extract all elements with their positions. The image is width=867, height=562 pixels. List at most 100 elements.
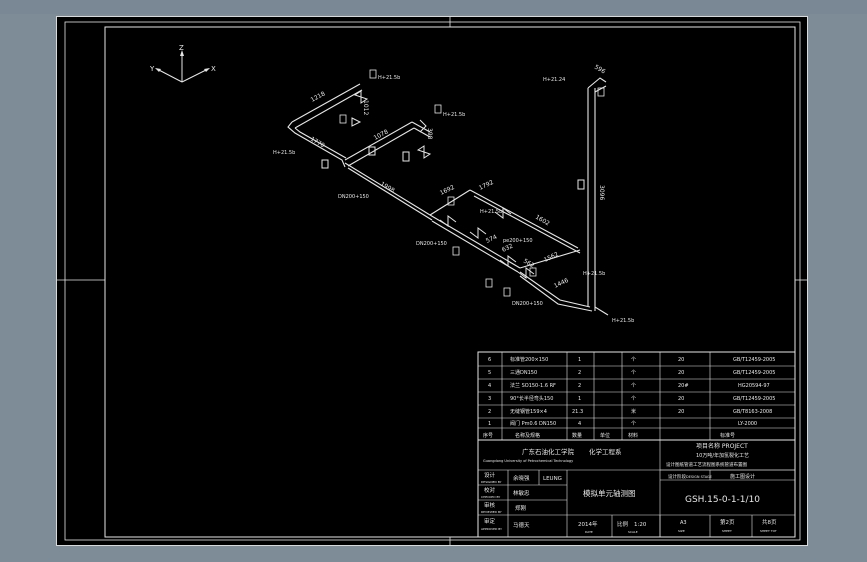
dim-398: 398 xyxy=(426,128,433,140)
drawing-number: GSH.15-0-1-1/10 xyxy=(685,495,760,505)
company-name-en: Guangdong University of Petrochemical Te… xyxy=(483,459,573,463)
dim-1792: 1792 xyxy=(478,179,495,192)
text-label: SHEET xyxy=(722,529,732,533)
bom-table: 6 标准管200×150 1 个 20 GB/T12459-2005 5 三通D… xyxy=(477,351,796,441)
text-label: 材料 xyxy=(628,432,638,439)
total-sheets: 共8页 xyxy=(762,518,777,526)
project-name: 10万吨/年加氢裂化工艺 xyxy=(696,452,749,459)
dim-574: 574 xyxy=(485,234,499,245)
text-label: 法兰 SO150-1.6 RF xyxy=(510,382,556,389)
text-label: DATE xyxy=(585,530,593,534)
design-stage: 施工图设计 xyxy=(730,473,755,480)
text-label: 1 xyxy=(578,396,581,402)
text-label: 个 xyxy=(631,421,636,427)
text-label: 序号 xyxy=(483,432,493,439)
sheet-size: A3 xyxy=(680,520,687,526)
pipe-label-4: pe200+150 xyxy=(503,238,533,244)
text-label: 4 xyxy=(488,383,491,389)
text-label: 20# xyxy=(678,383,689,389)
axis-z-label: Z xyxy=(179,44,184,52)
text-label: SHEET TOT xyxy=(760,529,777,533)
outer-frame xyxy=(64,21,801,541)
elev-5: H+21.24 xyxy=(543,77,565,83)
text-label: 标准号 xyxy=(720,432,735,439)
project-label: 项目名称 PROJECT xyxy=(696,442,748,450)
sheet-number: 第2页 xyxy=(720,518,735,526)
elev-1: H+21.5b xyxy=(378,75,400,81)
text-label: 名称及规格 xyxy=(515,432,540,439)
part-tags xyxy=(339,69,605,297)
text-label: 个 xyxy=(631,357,636,363)
date: 2014年 xyxy=(578,520,598,528)
text-label: 4 xyxy=(578,421,581,427)
text-label: 三通DN150 xyxy=(510,369,537,376)
text-label: HG20594-97 xyxy=(738,383,770,389)
designer-name: 余晓强 xyxy=(513,474,530,482)
dim-1218: 1218 xyxy=(310,90,327,103)
text-label: LY-2000 xyxy=(738,421,757,427)
text-label: 单位 xyxy=(600,432,610,439)
dim-562: 562 xyxy=(522,258,536,270)
elev-4: H+21.5b xyxy=(480,209,502,215)
text-label: REVIEWED BY xyxy=(481,510,502,514)
checker-name: 林敏忠 xyxy=(513,489,530,497)
inner-frame xyxy=(104,26,796,538)
dim-596: 596 xyxy=(593,64,607,76)
role-designed: 设计 xyxy=(484,471,496,479)
text-label: 3 xyxy=(488,396,491,402)
elev-6: H+21.5b xyxy=(583,271,605,277)
designer-signature: LEUNG xyxy=(543,476,562,482)
text-label: 个 xyxy=(631,370,636,376)
drawing-title: 模拟单元轴测图 xyxy=(583,488,636,498)
pipe-label-2: DN200+150 xyxy=(416,241,447,247)
dim-1562: 1562 xyxy=(543,251,560,264)
viewport-top-strip xyxy=(0,0,867,14)
role-checked: 校对 xyxy=(484,486,496,494)
text-label: 无缝钢管159×4 xyxy=(510,408,547,415)
text-label: GB/T8163-2008 xyxy=(733,409,772,415)
text-label: 标准管200×150 xyxy=(510,356,548,363)
text-label: 阀门 Pm0.6 DN150 xyxy=(510,420,556,427)
text-label: SCALE xyxy=(628,530,638,534)
text-label: 20 xyxy=(678,396,684,402)
text-label: 个 xyxy=(631,383,636,389)
company-name: 广东石油化工学院 xyxy=(522,447,575,456)
text-label: 2 xyxy=(578,370,581,376)
dim-3096: 3096 xyxy=(598,185,605,200)
role-approved: 审定 xyxy=(484,517,496,525)
text-label: DESIGNED BY xyxy=(481,480,502,484)
approver-name: 马德天 xyxy=(513,521,530,529)
role-reviewed: 审核 xyxy=(484,501,496,509)
department: 化学工程系 xyxy=(589,447,622,456)
text-label: 20 xyxy=(678,370,684,376)
drawing-sheet xyxy=(56,16,808,546)
pipe-label-3: DN200+150 xyxy=(512,301,543,307)
dim-1770: 1770 xyxy=(309,136,326,150)
text-label: 2 xyxy=(578,383,581,389)
text-label: SIZE xyxy=(678,529,685,533)
pipe-label-1: DN200+150 xyxy=(338,194,369,200)
text-label: GB/T12459-2005 xyxy=(733,370,775,376)
text-label: 1 xyxy=(488,421,491,427)
design-stage-label: 设计阶段 xyxy=(668,473,686,480)
axis-y-label: Y xyxy=(149,65,155,73)
text-label: 90°长半径弯头150 xyxy=(510,395,553,402)
text-label: 6 xyxy=(488,357,491,363)
project-sub: 设计图纸管道工艺流程图系统管道布置图 xyxy=(666,461,747,468)
text-label: 米 xyxy=(631,408,636,415)
text-label: GB/T12459-2005 xyxy=(733,396,775,402)
pipe-isometric xyxy=(287,77,609,316)
text-label: 1 xyxy=(578,357,581,363)
scale: 1:20 xyxy=(634,522,647,528)
text-label: 20 xyxy=(678,409,684,415)
dim-1446: 1446 xyxy=(553,277,570,290)
axis-triad: Z Y X xyxy=(149,44,216,83)
text-label: CHECKED BY xyxy=(481,495,500,499)
text-label: 数量 xyxy=(572,432,582,439)
text-label: 个 xyxy=(631,396,636,402)
title-block: 广东石油化工学院 化学工程系 Guangdong University of P… xyxy=(477,439,796,538)
dim-632: 632 xyxy=(501,243,515,254)
text-label: 21.3 xyxy=(572,409,583,415)
